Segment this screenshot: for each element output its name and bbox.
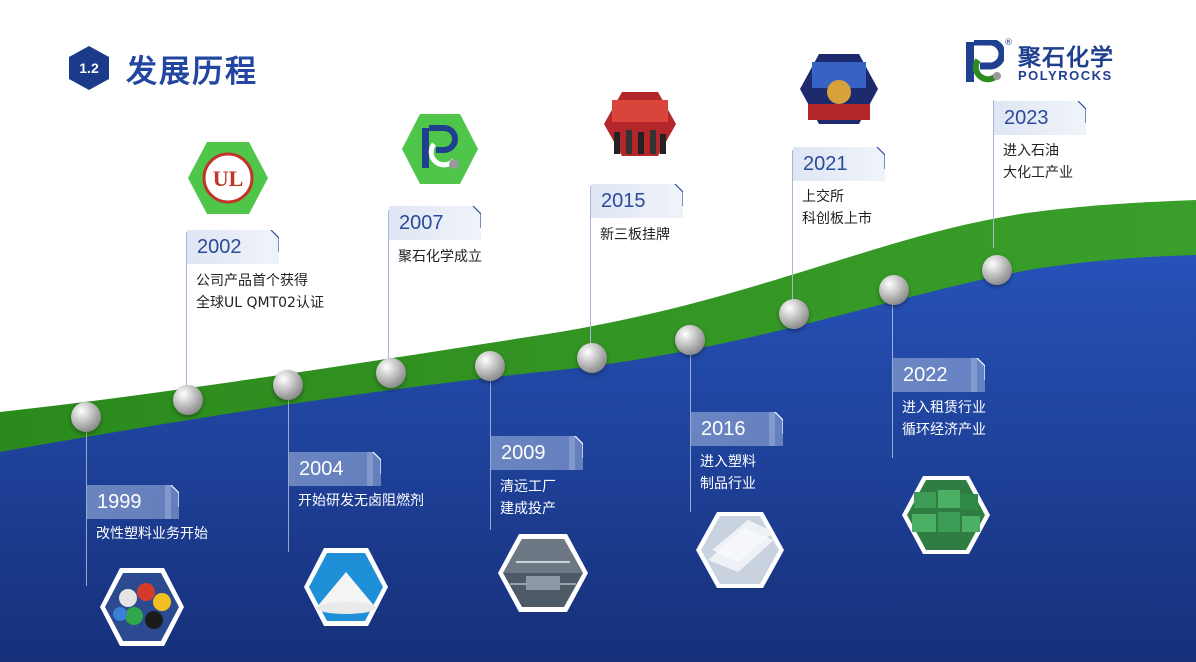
year-tab: 2022: [893, 358, 985, 392]
page-title: 发展历程: [126, 54, 258, 90]
timeline-node: [982, 255, 1012, 285]
timeline-node: [779, 299, 809, 329]
year-label: 2022: [893, 358, 977, 392]
company-logo: ® 聚石化学 POLYROCKS: [962, 38, 1122, 88]
year-label: 2004: [289, 452, 373, 486]
year-tab: 2002: [187, 230, 279, 264]
year-tab: 2004: [289, 452, 381, 486]
svg-text:UL: UL: [213, 166, 244, 191]
tab-notch-icon: [569, 436, 583, 470]
timeline-node: [475, 351, 505, 381]
plastic-sheets-icon: [696, 512, 784, 588]
timeline-connector: [690, 352, 691, 512]
year-tab: 2009: [491, 436, 583, 470]
year-tab: 2007: [389, 206, 481, 240]
tab-notch-icon: [265, 230, 279, 264]
milestone-description: 聚石化学成立: [398, 249, 482, 265]
timeline-connector: [288, 398, 289, 552]
timeline-connector: [186, 232, 187, 402]
listing-ceremony-icon: [600, 88, 680, 160]
logo-name-en: POLYROCKS: [1018, 68, 1113, 83]
timeline-node: [273, 370, 303, 400]
year-tab: 2023: [994, 101, 1086, 135]
crates-icon: [902, 476, 990, 554]
tab-notch-icon: [769, 412, 783, 446]
year-label: 2021: [793, 147, 877, 181]
timeline-node: [577, 343, 607, 373]
milestone-description: 公司产品首个获得 全球UL QMT02认证: [196, 273, 324, 311]
milestone-description: 进入石油 大化工产业: [1003, 143, 1073, 181]
milestone-description: 进入租赁行业 循环经济产业: [902, 400, 986, 438]
polyrocks-logo-icon: [966, 40, 1004, 83]
year-label: 2016: [691, 412, 775, 446]
tab-notch-icon: [1072, 101, 1086, 135]
factory-icon: [498, 534, 588, 612]
stock-exchange-icon: [796, 50, 882, 128]
timeline-connector: [590, 186, 591, 360]
tab-notch-icon: [971, 358, 985, 392]
timeline-node: [675, 325, 705, 355]
section-number: 1.2: [79, 60, 99, 76]
timeline-connector: [993, 100, 994, 248]
tab-notch-icon: [669, 184, 683, 218]
milestone-description: 开始研发无卤阻燃剂: [298, 493, 424, 509]
year-label: 2007: [389, 206, 473, 240]
plastic-pellets-icon: [100, 568, 184, 646]
tab-notch-icon: [165, 485, 179, 519]
timeline-connector: [388, 210, 389, 372]
year-tab: 2016: [691, 412, 783, 446]
milestone-description: 上交所 科创板上市: [802, 189, 872, 227]
tab-notch-icon: [367, 452, 381, 486]
timeline-node: [879, 275, 909, 305]
ul-certification-icon: UL: [188, 142, 268, 214]
year-tab: 2021: [793, 147, 885, 181]
year-label: 1999: [87, 485, 171, 519]
logo-name-cn: 聚石化学: [1018, 45, 1114, 71]
tab-notch-icon: [467, 206, 481, 240]
milestone-description: 改性塑料业务开始: [96, 526, 208, 542]
timeline-connector: [86, 432, 87, 586]
year-tab: 1999: [87, 485, 179, 519]
tab-notch-icon: [871, 147, 885, 181]
milestone-description: 新三板挂牌: [600, 227, 670, 243]
milestone-description: 进入塑料 制品行业: [700, 454, 756, 492]
year-label: 2002: [187, 230, 271, 264]
section-number-badge: 1.2: [66, 45, 112, 91]
timeline-connector: [792, 150, 793, 302]
year-label: 2015: [591, 184, 675, 218]
year-tab: 2015: [591, 184, 683, 218]
timeline-node: [376, 358, 406, 388]
timeline-connector: [490, 380, 491, 530]
white-powder-icon: [304, 548, 388, 626]
timeline-node: [173, 385, 203, 415]
timeline-connector: [892, 302, 893, 458]
company-logo-icon: [402, 114, 478, 184]
timeline-node: [71, 402, 101, 432]
hexagon-icon: [69, 46, 109, 90]
registered-mark: ®: [1004, 38, 1013, 48]
milestone-description: 清远工厂 建成投产: [500, 479, 556, 517]
year-label: 2023: [994, 101, 1078, 135]
year-label: 2009: [491, 436, 575, 470]
